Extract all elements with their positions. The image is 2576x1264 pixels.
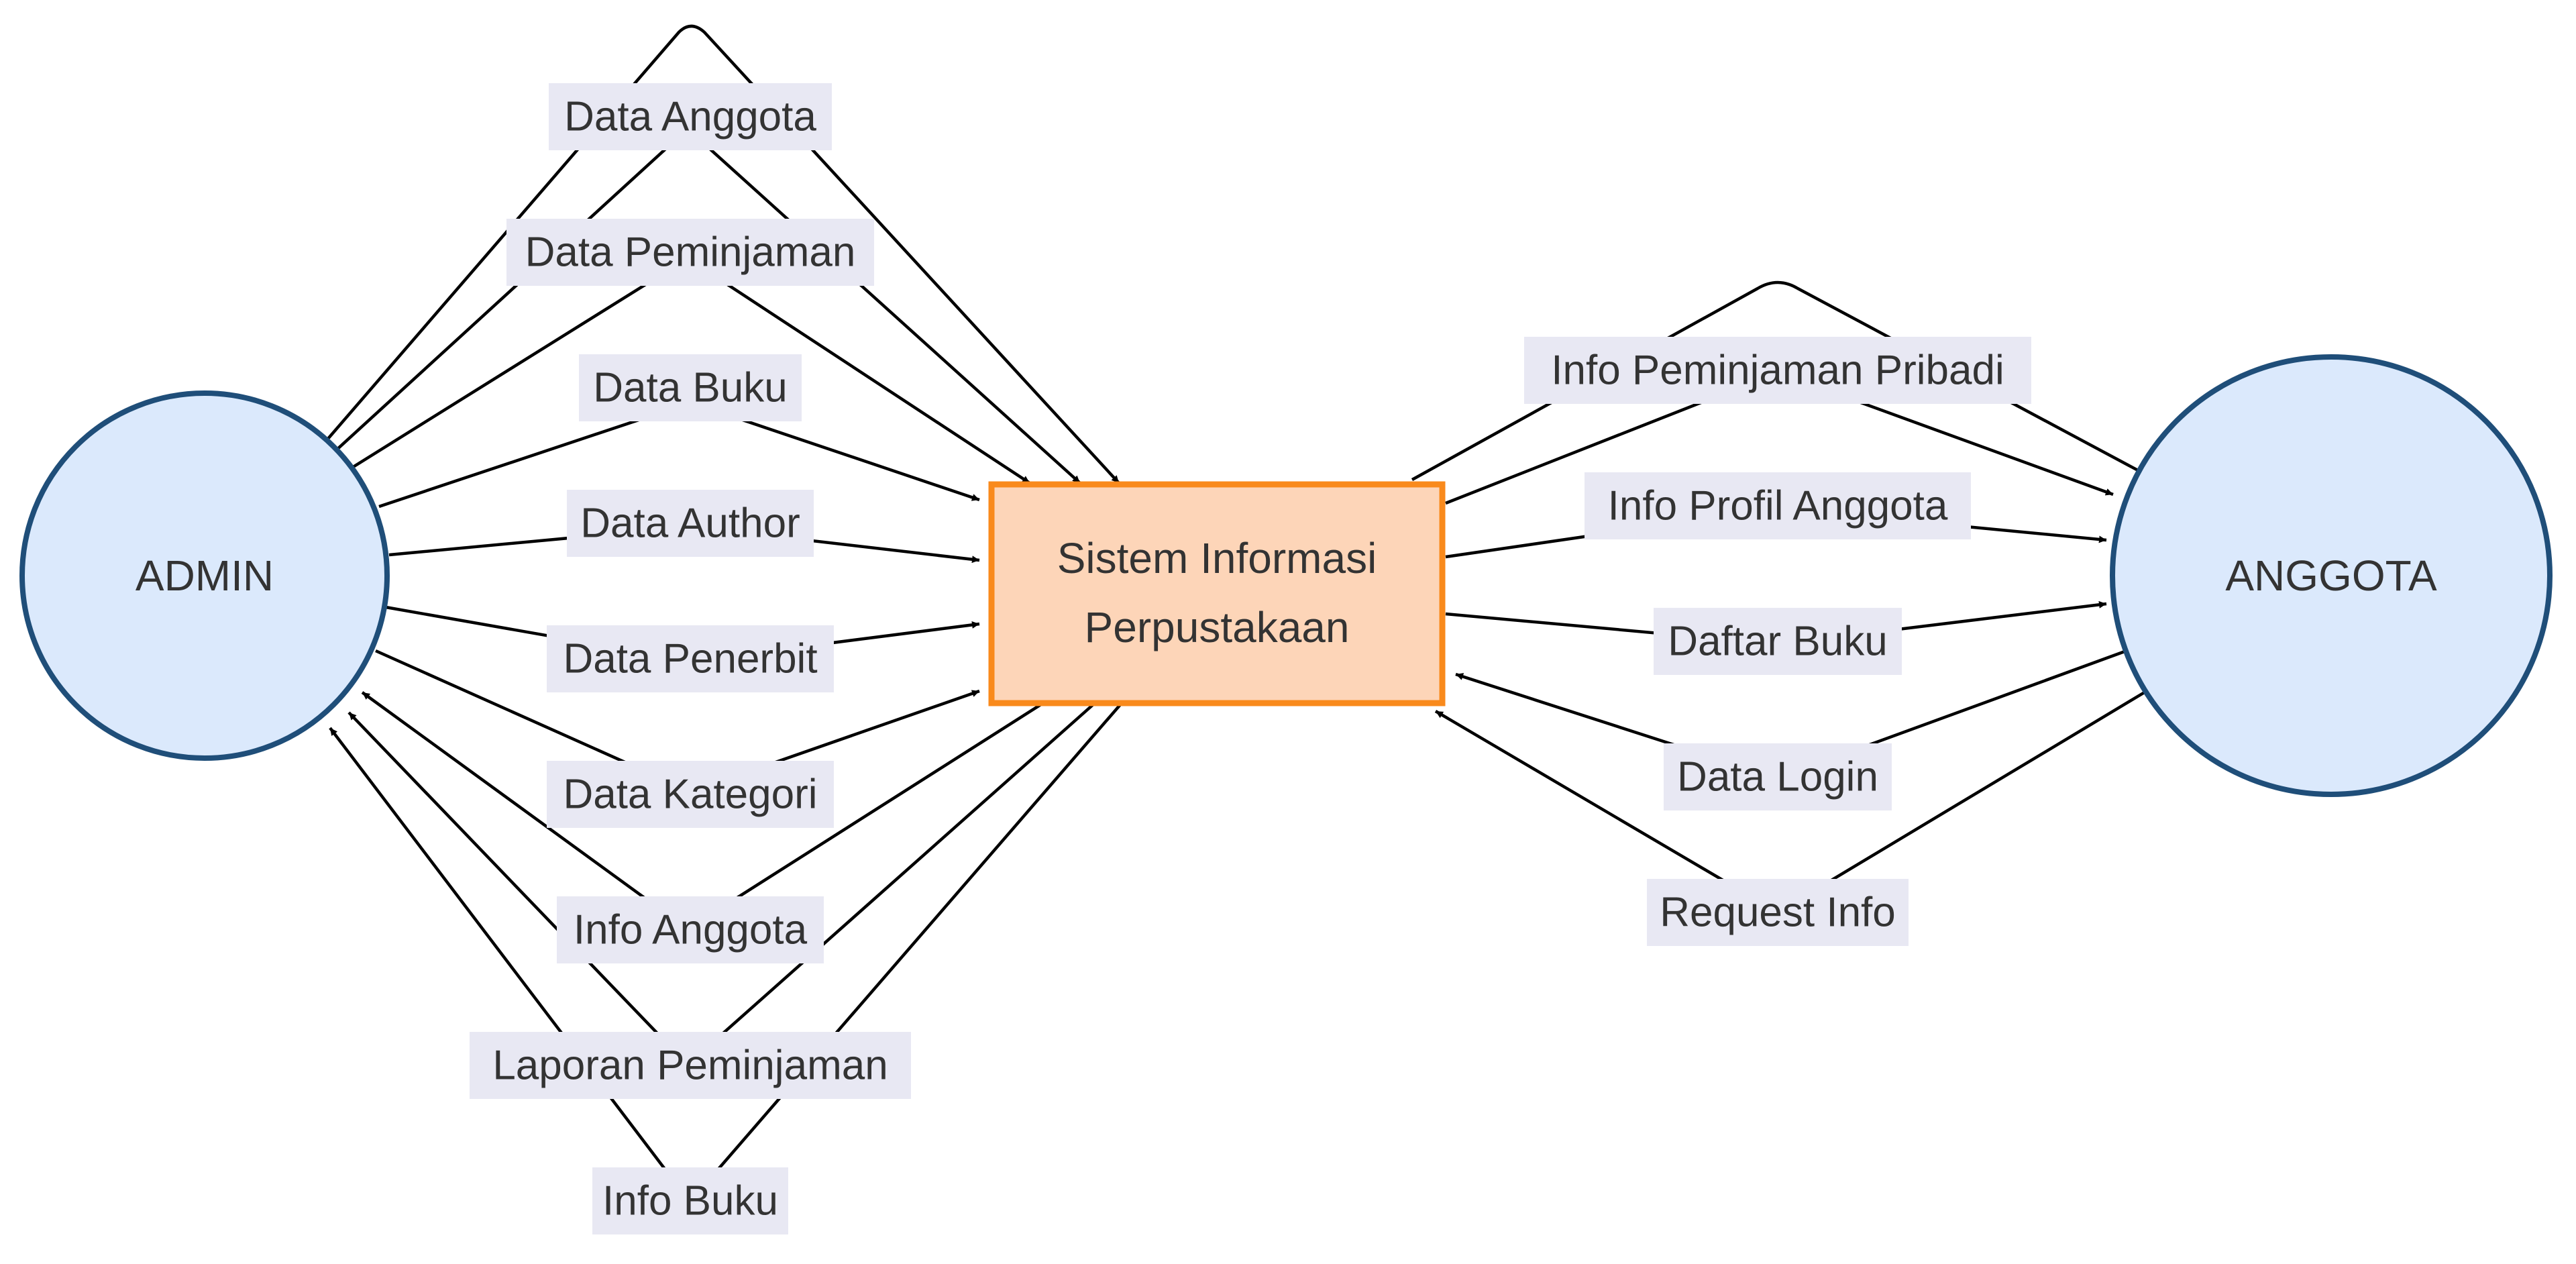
flow-label-data-anggota: Data Anggota	[549, 83, 832, 150]
svg-text:Data Kategori: Data Kategori	[563, 772, 817, 818]
system-process: Sistem Informasi Perpustakaan	[988, 481, 1446, 706]
flow-label-laporan-peminjaman: Laporan Peminjaman	[470, 1032, 911, 1099]
svg-text:Data Penerbit: Data Penerbit	[563, 636, 817, 682]
svg-text:Info Profil Anggota: Info Profil Anggota	[1608, 483, 1948, 529]
svg-text:Data Peminjaman: Data Peminjaman	[525, 229, 856, 276]
flow-label-info-buku: Info Buku	[592, 1167, 788, 1234]
svg-text:Info Anggota: Info Anggota	[574, 907, 808, 953]
svg-text:Laporan Peminjaman: Laporan Peminjaman	[492, 1043, 888, 1089]
flow-line-data-anggota	[326, 24, 1120, 484]
system-label-line1: Sistem Informasi	[1057, 534, 1377, 582]
svg-text:Data Buku: Data Buku	[593, 365, 788, 411]
svg-text:Data Anggota: Data Anggota	[564, 94, 816, 140]
flow-label-info-peminjaman-pribadi: Info Peminjaman Pribadi	[1524, 337, 2031, 404]
svg-text:Data Login: Data Login	[1677, 754, 1878, 800]
flow-label-data-buku: Data Buku	[579, 354, 802, 421]
flow-label-daftar-buku: Daftar Buku	[1654, 608, 1902, 675]
flow-line-laporan-peminjaman	[347, 702, 1096, 1067]
svg-text:Info Buku: Info Buku	[602, 1178, 778, 1224]
flow-label-data-kategori: Data Kategori	[547, 761, 834, 828]
flow-label-data-author: Data Author	[567, 490, 814, 557]
svg-text:Daftar Buku: Daftar Buku	[1668, 619, 1887, 665]
anggota-label: ANGGOTA	[2225, 551, 2437, 600]
flow-label-data-penerbit: Data Penerbit	[547, 625, 834, 692]
flow-label-info-anggota: Info Anggota	[557, 896, 824, 963]
flow-label-data-login: Data Login	[1664, 743, 1892, 810]
system-label-line2: Perpustakaan	[1085, 603, 1350, 651]
flow-line-info-peminjaman-pribadi	[1411, 280, 2148, 481]
flow-label-request-info: Request Info	[1647, 879, 1909, 946]
admin-label: ADMIN	[136, 551, 274, 600]
svg-text:Info Peminjaman Pribadi: Info Peminjaman Pribadi	[1551, 348, 2004, 394]
flow-line-data-peminjaman	[334, 127, 1081, 484]
svg-text:Data Author: Data Author	[580, 501, 800, 547]
svg-text:Request Info: Request Info	[1660, 890, 1896, 936]
flow-label-info-profil-anggota: Info Profil Anggota	[1585, 472, 1971, 539]
flow-label-data-peminjaman: Data Peminjaman	[506, 219, 874, 286]
anggota-entity: ANGGOTA	[2110, 354, 2553, 797]
admin-entity: ADMIN	[19, 390, 390, 761]
